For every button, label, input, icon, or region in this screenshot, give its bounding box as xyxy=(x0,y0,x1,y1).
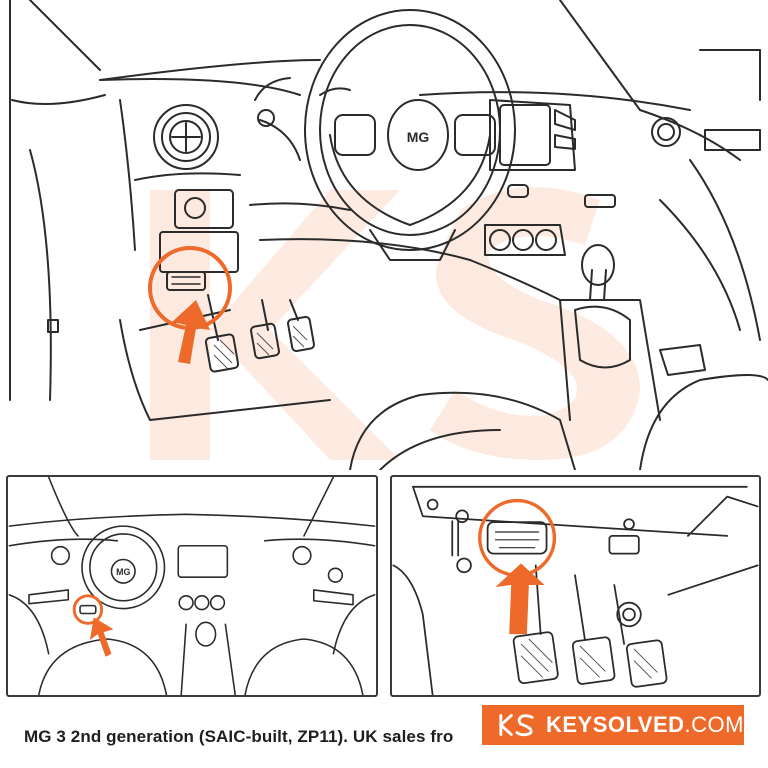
steering-badge: MG xyxy=(407,129,430,145)
closeup-drawing xyxy=(392,485,759,695)
overview-badge: MG xyxy=(116,567,130,577)
closeup-highlight xyxy=(478,498,557,635)
brand-tld: .COM xyxy=(684,712,744,737)
brand-name: KEYSOLVED xyxy=(545,712,685,737)
inset-overview: MG xyxy=(6,475,378,697)
brand-wordmark: KEYSOLVED.COM xyxy=(546,712,744,738)
keysolved-logo-icon xyxy=(499,714,534,737)
overview-highlight xyxy=(72,594,114,657)
vehicle-caption: MG 3 2nd generation (SAIC-built, ZP11). … xyxy=(24,727,454,746)
overview-drawing: MG xyxy=(8,477,376,695)
obd-highlight xyxy=(148,246,232,364)
car-interior-drawing: MG xyxy=(9,0,768,470)
inset-closeup xyxy=(390,475,761,697)
brand-badge[interactable]: KEYSOLVED.COM xyxy=(482,705,744,745)
main-illustration: MG xyxy=(9,0,768,470)
